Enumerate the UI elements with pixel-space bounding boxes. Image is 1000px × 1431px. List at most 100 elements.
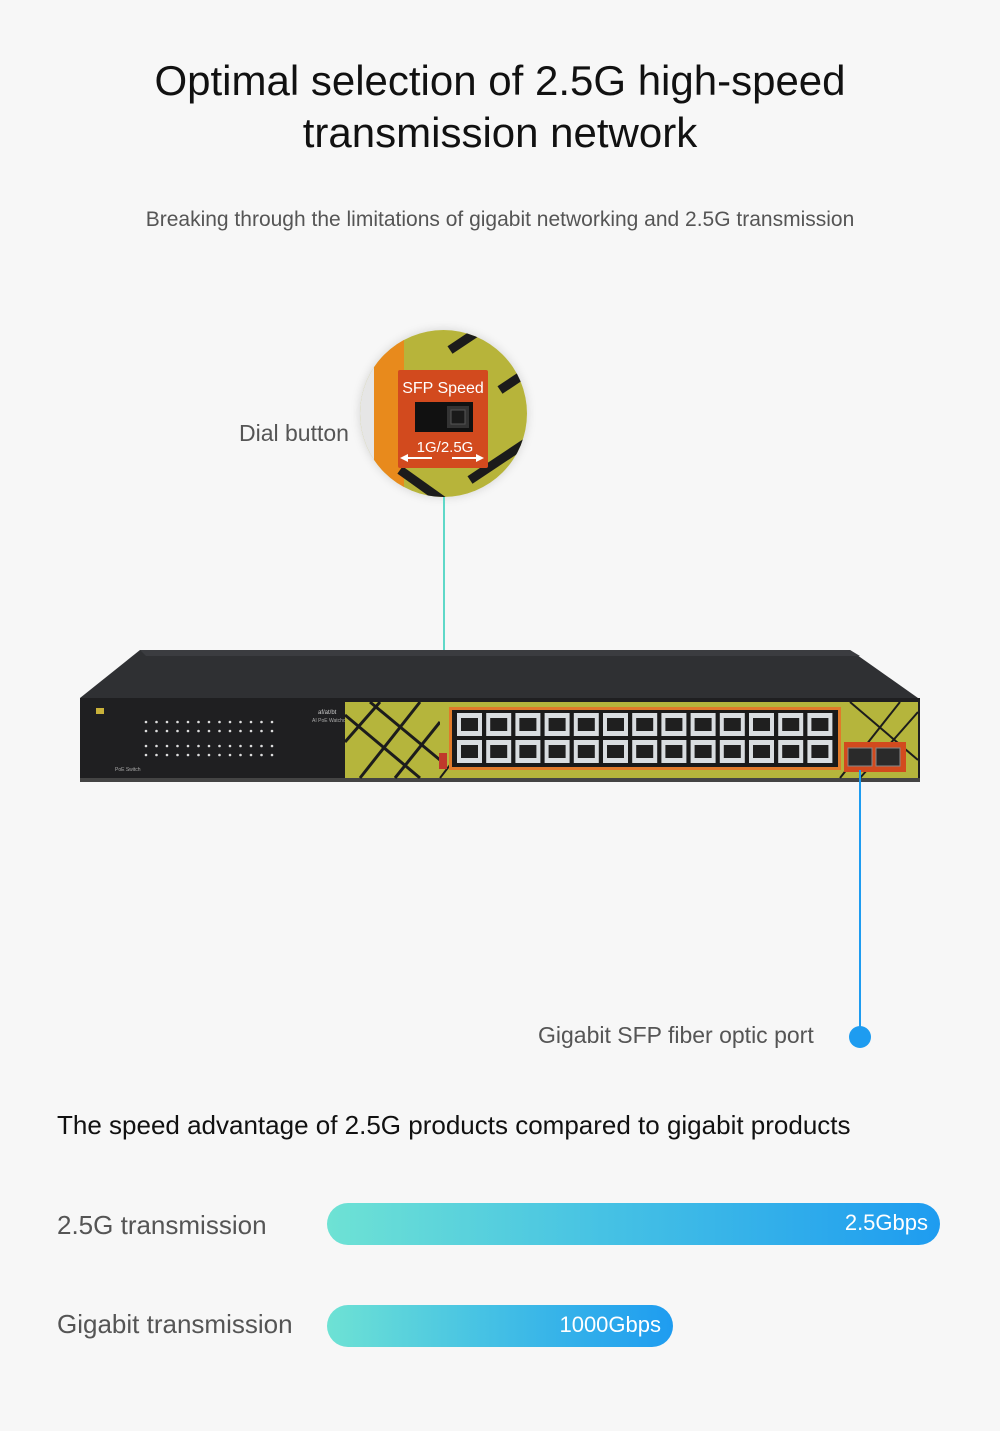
rj45-port-socket <box>723 745 741 758</box>
page-subtitle: Breaking through the limitations of giga… <box>145 208 855 231</box>
led-dot <box>186 753 190 757</box>
led-dot <box>207 753 211 757</box>
led-dot <box>260 744 263 748</box>
sfp-speed-text: SFP Speed <box>402 380 484 397</box>
rj45-port-socket <box>636 745 654 758</box>
led-dot <box>270 720 274 724</box>
rj45-port-socket <box>811 718 829 731</box>
led-dot <box>228 753 232 757</box>
led-dot <box>155 729 158 733</box>
led-dot <box>218 744 221 748</box>
speed-bar-2-5g: 2.5Gbps <box>327 1203 940 1245</box>
led-dot <box>165 729 169 733</box>
led-dot <box>270 753 274 757</box>
led-dot <box>197 720 200 724</box>
led-dot <box>197 744 200 748</box>
led-dot <box>197 729 200 733</box>
led-dot <box>197 753 200 757</box>
led-dot <box>239 720 242 724</box>
led-dot <box>228 720 232 724</box>
led-dot <box>144 729 148 733</box>
led-dot <box>144 744 148 748</box>
row-label-2-5g: 2.5G transmission <box>57 1210 267 1240</box>
led-dot <box>218 720 221 724</box>
row-label-gigabit: Gigabit transmission <box>57 1309 293 1339</box>
device-logo <box>96 708 104 714</box>
led-dot <box>186 744 190 748</box>
led-dot <box>186 729 190 733</box>
led-dot <box>144 753 148 757</box>
rj45-port-socket <box>548 745 566 758</box>
page-title: Optimal selection of 2.5G high-speed tra… <box>0 55 1000 159</box>
sfp-callout-dot <box>849 1026 871 1048</box>
dial-zoom-graphic: SFP Speed 1G/2.5G <box>360 330 527 497</box>
dial-switch <box>439 753 447 769</box>
dial-button-label: Dial button <box>239 420 349 446</box>
rj45-port-socket <box>665 745 683 758</box>
rj45-port-socket <box>490 718 508 731</box>
led-dot <box>165 720 169 724</box>
led-dot <box>186 720 190 724</box>
device-feature-text: AI PoE Watchdog <box>312 718 351 724</box>
rj45-port-socket <box>548 718 566 731</box>
led-dot <box>228 744 232 748</box>
led-dot <box>155 744 158 748</box>
led-dot <box>249 720 253 724</box>
rj45-port-socket <box>577 745 595 758</box>
sfp-mode-text: 1G/2.5G <box>417 439 474 456</box>
rj45-port-socket <box>811 745 829 758</box>
device-model-text: PoE Switch <box>115 767 141 773</box>
rj45-port-socket <box>723 718 741 731</box>
led-dot <box>270 729 274 733</box>
rj45-port-socket <box>694 718 712 731</box>
speed-value-gigabit: 1000Gbps <box>559 1312 661 1337</box>
rj45-port-socket <box>607 745 624 758</box>
led-dot <box>239 753 242 757</box>
led-dot <box>176 753 179 757</box>
rj45-port-socket <box>665 718 683 731</box>
led-dot <box>239 729 242 733</box>
led-dot <box>176 744 179 748</box>
sfp-callout-line <box>859 770 861 1036</box>
title-line-2: transmission network <box>302 109 698 156</box>
led-dot <box>155 720 158 724</box>
led-dot <box>155 753 158 757</box>
rj45-port-socket <box>694 745 712 758</box>
led-dot <box>218 753 221 757</box>
rj45-port-socket <box>753 718 770 731</box>
poe-switch-device: af/at/bt AI PoE Watchdog PoE Switch <box>80 650 920 782</box>
led-dot <box>249 729 253 733</box>
rj45-ports <box>457 713 833 763</box>
rj45-port-socket <box>577 718 595 731</box>
led-dot <box>144 720 148 724</box>
rj45-port-socket <box>519 718 537 731</box>
led-dot <box>249 753 253 757</box>
led-dot <box>260 720 263 724</box>
led-dot <box>260 753 263 757</box>
rj45-port-socket <box>461 718 478 731</box>
rj45-port-socket <box>490 745 508 758</box>
dial-callout-line <box>443 497 445 750</box>
comparison-title: The speed advantage of 2.5G products com… <box>57 1110 851 1140</box>
speed-bar-gigabit: 1000Gbps <box>327 1305 673 1347</box>
led-dot <box>207 729 211 733</box>
led-dot <box>165 753 169 757</box>
title-line-1: Optimal selection of 2.5G high-speed <box>154 57 846 104</box>
rj45-port-socket <box>782 718 800 731</box>
led-dot <box>239 744 242 748</box>
led-dot <box>207 720 211 724</box>
led-dot <box>270 744 274 748</box>
rj45-port-socket <box>607 718 624 731</box>
rj45-port-socket <box>782 745 800 758</box>
dial-zoom-image: SFP Speed 1G/2.5G <box>360 330 527 497</box>
led-dot <box>249 744 253 748</box>
rj45-port-socket <box>461 745 478 758</box>
rj45-port-socket <box>753 745 770 758</box>
rj45-port-socket <box>636 718 654 731</box>
led-dot <box>176 729 179 733</box>
led-indicators <box>144 720 274 757</box>
led-dot <box>228 729 232 733</box>
led-dot <box>260 729 263 733</box>
speed-value-2-5g: 2.5Gbps <box>844 1210 928 1235</box>
led-dot <box>176 720 179 724</box>
